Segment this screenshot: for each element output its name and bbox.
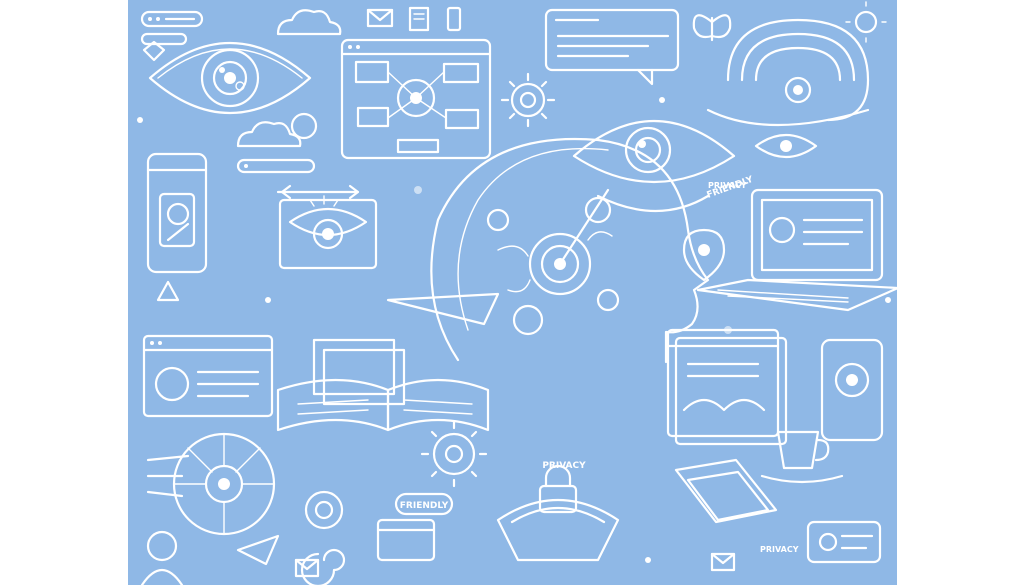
smartphone-icon (146, 152, 208, 274)
smartphone-right-icon (820, 338, 884, 442)
browser-window-right-icon (666, 328, 788, 446)
envelope-icon-bottom (710, 552, 736, 572)
browser-bar-topleft-icon (140, 10, 204, 46)
gear-icon (500, 72, 556, 128)
padlock-icon (496, 464, 620, 562)
eye-icon (148, 41, 312, 115)
coffee-cup-icon (760, 430, 844, 484)
tablet-icon (674, 458, 778, 524)
mobile-icon-top (446, 6, 462, 32)
paper-plane-icon (236, 534, 280, 566)
cloud-icon-left (236, 112, 318, 148)
gear-icon-bottom (420, 420, 488, 488)
butterfly-icon (692, 14, 732, 42)
target-icon (304, 490, 344, 530)
browser-window-icon (340, 38, 492, 160)
framed-eye-icon (278, 195, 378, 270)
card-icon (806, 520, 882, 564)
friendly-bubble-text: FRIENDLY (400, 501, 449, 511)
person-icon (140, 530, 184, 585)
bottom-right-text: PRIVACY (760, 545, 799, 554)
radial-disc-icon (146, 432, 276, 536)
decorative-dots (137, 97, 891, 563)
bottom-right-label: PRIVACY (760, 545, 799, 554)
diamond-icon (142, 40, 166, 62)
bottom-center-text: PRIVACY (542, 461, 586, 471)
envelope-icon (366, 8, 394, 28)
warning-triangle-icon (156, 280, 180, 302)
envelope-icon-bottom-left (294, 558, 320, 578)
search-bar-icon (236, 158, 316, 174)
speech-bubble-icon (544, 8, 680, 86)
document-stack-icon (312, 338, 406, 406)
laptop-icon (696, 188, 897, 312)
map-pin-icon (682, 228, 726, 282)
eye-icon-small (754, 134, 818, 158)
browser-window-left-icon (142, 334, 274, 418)
cloud-icon (276, 9, 342, 36)
privacy-illustration: FRIENDLY (128, 0, 897, 585)
document-icon (408, 6, 430, 32)
book-icon (276, 378, 490, 432)
sun-icon (845, 1, 887, 43)
bottom-center-label: PRIVACY (542, 461, 586, 471)
arrow-icon (276, 184, 360, 200)
friendly-bubble: FRIENDLY (394, 492, 454, 516)
browser-window-bottom-icon (376, 518, 436, 562)
spiral-icon (706, 18, 870, 127)
eye-icon-center (572, 119, 736, 212)
privacy-top-text: PRIVACY (708, 181, 747, 190)
